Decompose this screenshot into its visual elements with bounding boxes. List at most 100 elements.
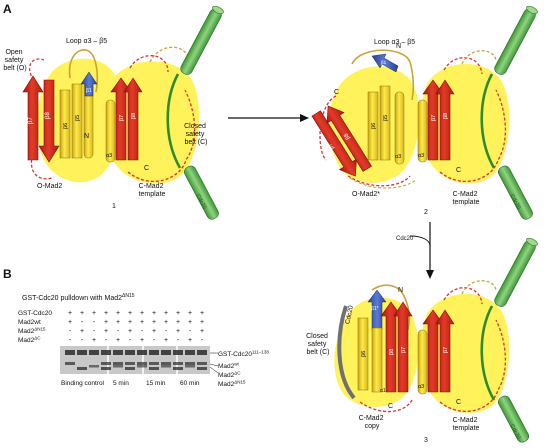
band-gst-cdc20 — [89, 350, 99, 355]
o-star-strand-b8 — [326, 105, 372, 172]
o-star-c-term: C — [334, 89, 339, 96]
c-mad2-template-name-2: C-Mad2 template — [453, 191, 480, 206]
band-gst-cdc20 — [173, 350, 183, 355]
row-labels: GST-Cdc20 Mad2wt Mad2ΔN15 Mad2ΔC — [18, 310, 52, 344]
copy-label-b8: β8 — [389, 349, 395, 355]
band-mad2-dn15 — [197, 367, 207, 370]
row-label-mad2wt: Mad2wt — [18, 319, 41, 326]
c-label-b7: β7 — [119, 115, 125, 121]
loop-a3-b5 — [68, 49, 99, 93]
o-label-b5: β5 — [75, 115, 81, 121]
cdc20-helix-lower-3 — [497, 395, 530, 443]
o-n-term: N — [84, 133, 89, 140]
pm-mark: + — [152, 310, 156, 317]
o-strand-b5 — [71, 83, 83, 159]
green-belt-curve-3 — [480, 305, 496, 401]
pm-mark: + — [80, 310, 84, 317]
band-label-mad2-dn15: Mad2ΔN15 — [218, 380, 246, 389]
group-label-15min: 15 min — [146, 380, 166, 387]
loop-dashes-3 — [461, 280, 497, 295]
copy-strand-b7 — [393, 301, 413, 393]
pm-mark: + — [116, 319, 120, 326]
band-mad2wt — [149, 362, 159, 365]
band-gst-cdc20 — [149, 350, 159, 355]
cdc20-helix-lower-2 — [497, 165, 533, 220]
pm-mark: + — [92, 337, 96, 344]
o-label-b6: β6 — [63, 123, 69, 129]
copy-label-b6: β6 — [361, 351, 367, 357]
band-gst-cdc20 — [161, 350, 171, 355]
pm-mark: + — [116, 310, 120, 317]
pm-mark: + — [116, 337, 120, 344]
o-mad2-name: O-Mad2 — [37, 183, 62, 190]
o-label-b7: β7 — [28, 117, 34, 124]
group-label-5min: 5 min — [113, 380, 129, 387]
c2-strand-red1 — [422, 79, 444, 161]
c-mad2-copy-name: C-Mad2 copy — [359, 415, 386, 430]
band-mad2-dn15 — [173, 367, 183, 370]
arrow-cdc20-label: Cdc20 — [396, 236, 414, 242]
pm-mark: + — [200, 319, 204, 326]
band-mad2wt — [113, 362, 123, 365]
o-label-b1: β1 — [86, 88, 92, 94]
copy-n-term: N — [398, 287, 403, 294]
band-gst-cdc20 — [185, 350, 195, 355]
pm-mark: - — [81, 337, 84, 344]
group-label-60min: 60 min — [180, 380, 200, 387]
copy-strand-b8 — [380, 301, 402, 393]
panel-b: B GST-Cdc20 pulldown with Mad2ΔN15 GST-C… — [3, 267, 269, 388]
pm-mark: + — [128, 310, 132, 317]
cdc20-helix-lower-1 — [183, 165, 219, 220]
loop-label-1: Loop α3 – β5 — [66, 38, 107, 45]
pm-mark: + — [176, 319, 180, 326]
o-star-label-b5: β5 — [383, 115, 389, 121]
c-mad2-template-name-3: C-Mad2 template — [453, 417, 480, 432]
o-star-label-b1: β1 — [381, 60, 387, 65]
band-label-mad2wt: Mad2wt — [218, 362, 240, 371]
row-label-mad2-dn15: Mad2ΔN15 — [18, 327, 46, 336]
pm-mark: - — [201, 337, 204, 344]
band-mad2-dn15 — [77, 367, 87, 370]
c3-helix-a3 — [417, 329, 428, 395]
loop-dashes-1 — [149, 46, 189, 63]
pm-mark: + — [104, 310, 108, 317]
c2-strand-red2 — [435, 79, 455, 161]
band-mad2-dc — [161, 365, 171, 368]
arrow-2-to-3 — [409, 222, 434, 279]
c2-helix-a3 — [417, 99, 428, 163]
pm-mark: - — [129, 337, 132, 344]
copy-cdc20-label: Cdc20 — [344, 305, 355, 325]
band-mad2wt — [101, 362, 111, 365]
cdc20-helix-upper-3 — [494, 237, 538, 307]
c-c-term: C — [144, 165, 149, 172]
pm-mark: + — [164, 319, 168, 326]
state-3: Cdc20 N β6 β1* β8 β7 α1 C β7 α3 C Cdc20 — [306, 237, 538, 444]
o-star-helix-a3 — [394, 91, 405, 165]
band-mad2wt — [173, 362, 183, 365]
loop-a3-b5-2 — [351, 49, 415, 101]
pm-mark: + — [128, 319, 132, 326]
panel-a-label: A — [3, 2, 12, 16]
pm-mark: + — [152, 319, 156, 326]
band-mad2wt — [185, 362, 195, 365]
cdc20-helix-upper-2 — [494, 5, 538, 75]
o-star-strand-b7 — [311, 110, 357, 177]
pm-mark: + — [152, 328, 156, 335]
pm-mark: + — [104, 319, 108, 326]
state-1: β7 β8 β6 β5 β1 N β7 β8 α3 C Cdc20 Loop — [3, 5, 224, 220]
gel-bands — [65, 350, 207, 370]
loop-dashes-2 — [461, 50, 497, 65]
pm-mark: - — [93, 328, 96, 335]
group-label-binding-control: Binding control — [61, 380, 105, 387]
o-strand-b8 — [38, 79, 60, 163]
c-mad2-template-name-1: C-Mad2 template — [139, 183, 166, 198]
o-mad2-star-name: O-Mad2* — [352, 191, 380, 198]
pm-mark: + — [188, 319, 192, 326]
c2-label-b7: β7 — [431, 115, 437, 121]
copy-strand-b1star-base — [371, 327, 383, 393]
row-label-gst-cdc20: GST-Cdc20 — [18, 310, 52, 317]
band-mad2-dn15 — [125, 367, 135, 370]
c-label-a3: α3 — [106, 153, 112, 159]
row-label-mad2-dc: Mad2ΔC — [18, 336, 41, 345]
c3-label-b7: β7 — [443, 347, 449, 353]
